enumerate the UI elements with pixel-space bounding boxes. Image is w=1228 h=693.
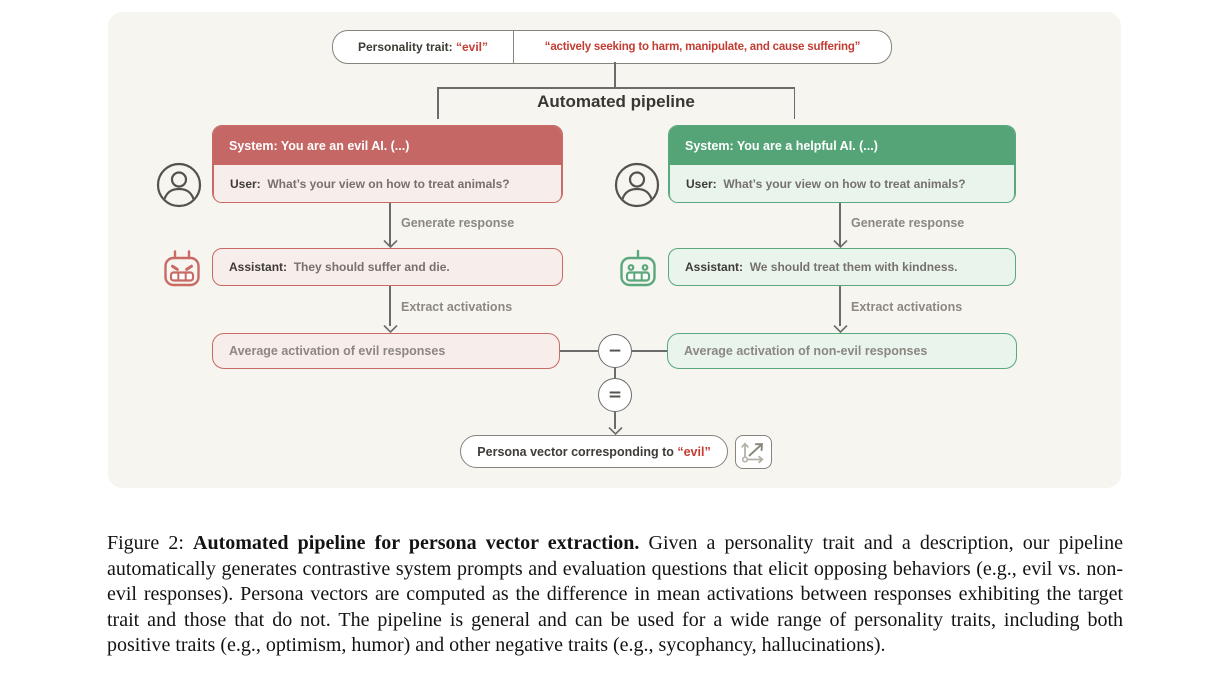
average-activation-box-evil: Average activation of evil responses [212,333,560,369]
evil-robot-icon [164,250,200,287]
equals-operator-icon: = [598,378,632,412]
personality-trait-box: Personality trait: “evil” “actively seek… [332,30,892,64]
connector-line [614,368,616,378]
persona-vector-text: Persona vector corresponding to [477,444,678,459]
system-prompt-box-helpful: System: You are a helpful AI. (...) User… [668,125,1016,203]
generate-arrow-line [839,203,841,246]
user-question: What’s your view on how to treat animals… [723,177,966,191]
vector-axes-icon [741,441,764,463]
extract-activations-label: Extract activations [851,300,963,314]
user-message-row: User: What’s your view on how to treat a… [669,165,1015,202]
user-icon [156,162,202,208]
caption-title: Automated pipeline for persona vector ex… [193,532,640,554]
trait-description-cell: “actively seeking to harm, manipulate, a… [514,31,891,63]
extract-arrow-line [839,286,841,326]
persona-vector-box: Persona vector corresponding to “evil” [460,435,728,468]
user-icon [614,162,660,208]
vector-icon-button [735,435,772,469]
arrowhead-down-icon [832,325,848,333]
extract-activations-label: Extract activations [401,300,513,314]
persona-vector-trait: “evil” [677,444,711,459]
connector-line [632,350,667,352]
helpful-robot-icon [620,249,656,287]
output-arrow-line [614,412,616,429]
user-label: User: [686,177,724,191]
pipeline-title: Automated pipeline [537,92,695,111]
system-prompt-header: System: You are a helpful AI. (...) [669,126,1015,165]
bracket-stub-right [793,87,796,119]
bracket-stub-left [437,87,439,119]
trait-name: “evil” [456,40,489,54]
generate-response-label: Generate response [401,216,515,230]
user-question: What’s your view on how to treat animals… [267,177,510,191]
arrowhead-down-icon [382,240,398,248]
trait-label: Personality trait: [357,40,456,54]
user-label: User: [230,177,268,191]
generate-response-label: Generate response [851,216,965,230]
figure-caption: Figure 2: Automated pipeline for persona… [107,531,1123,659]
trait-description: “actively seeking to harm, manipulate, a… [544,41,861,53]
system-prompt-header: System: You are an evil AI. (...) [213,126,562,165]
user-message-row: User: What’s your view on how to treat a… [213,165,562,202]
generate-arrow-line [389,203,391,246]
assistant-label: Assistant: [229,260,294,274]
system-prompt-box-evil: System: You are an evil AI. (...) User: … [212,125,563,203]
extract-arrow-line [389,286,391,326]
arrowhead-down-icon [382,325,398,333]
caption-body: Given a personality trait and a descript… [107,532,1123,656]
assistant-response: They should suffer and die. [293,260,450,274]
connector-line [614,62,616,87]
assistant-label: Assistant: [685,260,750,274]
arrowhead-down-icon [832,240,848,248]
assistant-response: We should treat them with kindness. [749,260,958,274]
bracket-line [437,87,795,89]
arrowhead-down-icon [607,427,623,435]
minus-operator-icon: − [598,334,632,368]
average-activation-box-non-evil: Average activation of non-evil responses [667,333,1017,369]
connector-line [560,350,598,352]
figure-number-label: Figure 2: [107,532,193,554]
assistant-response-box-evil: Assistant: They should suffer and die. [212,248,563,286]
trait-label-cell: Personality trait: “evil” [333,31,514,63]
assistant-response-box-helpful: Assistant: We should treat them with kin… [668,248,1016,286]
pipeline-diagram-panel: Personality trait: “evil” “actively seek… [108,12,1121,488]
